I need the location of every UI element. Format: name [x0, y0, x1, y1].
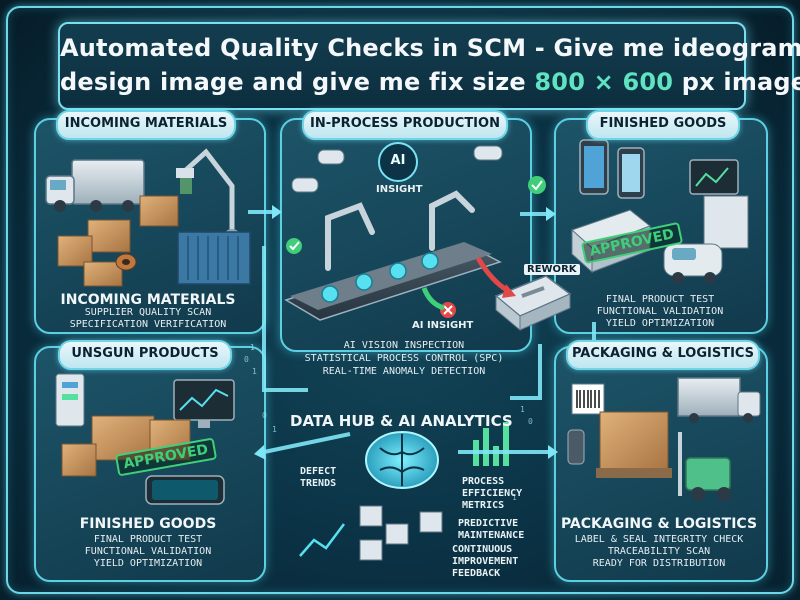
- ai-insight-label: AI INSIGHT: [412, 320, 474, 331]
- delivery-truck-icon: [45, 159, 145, 212]
- svg-text:0: 0: [262, 411, 267, 420]
- robot-vehicle-icon: [663, 243, 723, 284]
- robot-arm-incoming-icon: [183, 148, 235, 239]
- rework-arrow-head-icon: [502, 284, 516, 298]
- header-finished-goods: FINISHED GOODS: [586, 110, 740, 140]
- panel-incoming-materials: [34, 118, 266, 334]
- header-in-process-production: IN-PROCESS PRODUCTION: [302, 110, 508, 140]
- hub-defect-trends-line-1: DEFECT: [300, 466, 337, 477]
- packaging-caption-line-1: LABEL & SEAL INTEGRITY CHECK: [574, 534, 744, 545]
- inprocess-caption-line-2: STATISTICAL PROCESS CONTROL (SPC): [304, 353, 504, 364]
- incoming-caption-line-1: SUPPLIER QUALITY SCAN: [84, 307, 212, 318]
- title-size-highlight: 800 × 600: [534, 68, 674, 96]
- ai-flow-arrow-icon: [421, 287, 445, 311]
- unsgun-caption-title: FINISHED GOODS: [79, 516, 217, 532]
- unsgun-caption-line-1: FINAL PRODUCT TEST: [93, 534, 203, 545]
- ai-badge-text: AI: [390, 153, 406, 168]
- handheld-scanner-icon: [567, 429, 585, 465]
- robot-gripper-icon: [176, 168, 194, 178]
- header-unsgun-products: UNSGUN PRODUCTS: [58, 340, 232, 370]
- test-station-monitor-icon: [689, 159, 749, 249]
- title-line-2-suffix: px image: [673, 68, 800, 96]
- header-packaging-logistics: PACKAGING & LOGISTICS: [566, 340, 760, 370]
- rework-label: REWORK: [524, 264, 580, 275]
- ai-badge-caption: INSIGHT: [376, 184, 423, 195]
- ai-insight-badge-icon: [378, 142, 418, 182]
- tablet-device-icon: [145, 475, 225, 505]
- title-line-2-prefix: design image and give me fix size: [60, 68, 535, 96]
- header-incoming-materials: INCOMING MATERIALS: [56, 110, 236, 140]
- svg-text:1: 1: [512, 493, 517, 502]
- finished-top-caption-line-1: FINAL PRODUCT TEST: [605, 294, 715, 305]
- hub-process-metrics-line-1: PROCESS: [462, 476, 505, 487]
- shipping-container-icon: [177, 231, 251, 285]
- inprocess-caption-line-1: AI VISION INSPECTION: [343, 340, 465, 351]
- security-camera-icon: [291, 145, 503, 193]
- hub-continuous-line-3: FEEDBACK: [452, 568, 501, 579]
- unsgun-caption-line-2: FUNCTIONAL VALIDATION: [84, 546, 212, 557]
- binary-stream-decoration: 101 011 01: [244, 343, 533, 502]
- svg-text:0: 0: [528, 417, 533, 426]
- hub-predictive-line-1: PREDICTIVE: [458, 518, 519, 529]
- rework-station-icon: [494, 275, 572, 332]
- data-hub-title: DATA HUB & AI ANALYTICS: [290, 412, 513, 430]
- title-line-2: design image and give me fix size 800 × …: [60, 68, 800, 96]
- svg-text:1: 1: [250, 343, 255, 352]
- forklift-icon: [678, 432, 731, 501]
- incoming-caption-title: INCOMING MATERIALS: [60, 292, 236, 308]
- server-tower-icon: [55, 373, 85, 427]
- ai-brain-icon: [365, 431, 439, 489]
- packed-pallet-icon: [596, 411, 672, 478]
- hub-continuous-line-1: CONTINUOUS: [452, 544, 513, 555]
- svg-text:0: 0: [244, 355, 249, 364]
- inprocess-caption-line-3: REAL-TIME ANOMALY DETECTION: [322, 366, 486, 377]
- server-rack-icon: [359, 505, 443, 561]
- hub-defect-trends-line-2: TRENDS: [300, 478, 337, 489]
- finished-top-caption-line-2: FUNCTIONAL VALIDATION: [596, 306, 724, 317]
- packaging-caption-line-2: TRACEABILITY SCAN: [607, 546, 711, 557]
- hub-process-metrics-line-2: EFFICIENCY: [462, 488, 523, 499]
- svg-text:1: 1: [252, 367, 257, 376]
- svg-text:1: 1: [520, 405, 525, 414]
- production-robot-arm-icon: [325, 190, 475, 271]
- title-line-1: Automated Quality Checks in SCM - Give m…: [60, 34, 800, 62]
- analytics-monitor-icon: [173, 379, 235, 428]
- gear-parts-icon: [321, 252, 439, 303]
- packaging-caption-line-3: READY FOR DISTRIBUTION: [592, 558, 726, 569]
- cargo-truck-icon: [677, 377, 761, 423]
- finished-top-caption-line-3: YIELD OPTIMIZATION: [605, 318, 715, 329]
- hub-predictive-line-2: MAINTENANCE: [458, 530, 525, 541]
- outer-frame: [6, 6, 794, 594]
- unsgun-caption-line-3: YIELD OPTIMIZATION: [93, 558, 203, 569]
- title-banner: Automated Quality Checks in SCM - Give m…: [58, 22, 800, 110]
- svg-text:1: 1: [272, 425, 277, 434]
- smartphone-icon: [579, 139, 645, 199]
- cardboard-boxes-icon: [57, 195, 179, 287]
- incoming-caption-line-2: SPECIFICATION VERIFICATION: [69, 319, 227, 330]
- barcode-label-icon: [571, 383, 605, 415]
- cable-spool-icon: [115, 253, 137, 271]
- hub-process-metrics-line-3: METRICS: [462, 500, 505, 511]
- conveyor-belt-icon: [284, 242, 502, 321]
- packaging-caption-title: PACKAGING & LOGISTICS: [560, 516, 758, 532]
- check-approved-icon: [286, 176, 546, 254]
- scan-beam-icon: [180, 178, 192, 194]
- hub-continuous-line-2: IMPROVEMENT: [452, 556, 519, 567]
